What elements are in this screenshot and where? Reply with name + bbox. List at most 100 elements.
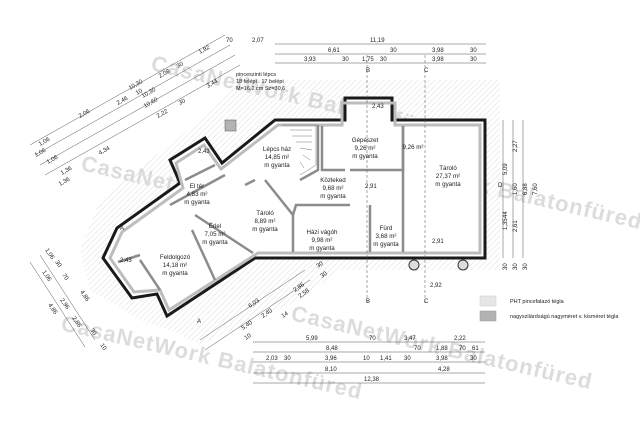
dimension-label: 3,68 m² xyxy=(376,233,397,240)
dimension-label: 5,40 xyxy=(241,320,255,332)
dimension-label: 30 xyxy=(470,356,477,362)
room-hazi-vagohid[interactable]: Házi vágóh 9,98 m² m gyanta xyxy=(307,229,339,252)
room-kozlekedo[interactable]: Közleked 9,68 m² m gyanta xyxy=(320,177,346,200)
dimension-label: 3,98 xyxy=(432,57,444,63)
dimension-label: M=16,2 cm Sz=30,6 xyxy=(236,86,285,92)
dimension-label: 2,58 xyxy=(298,288,312,300)
dimension-label: 1,36 xyxy=(60,165,74,176)
dimension-chain-bottom: 5,99 70 3,47 2,22 8,48 70 1,88 70 61 2,0… xyxy=(253,336,485,384)
dimension-label: 44 xyxy=(503,211,509,218)
dimension-label: 1,06 xyxy=(46,154,60,165)
dimension-label: 2,46 xyxy=(116,95,130,106)
dimension-label: 10 xyxy=(244,333,253,342)
dimension-label: 8,10 xyxy=(325,367,337,373)
dimension-label: 1,35 xyxy=(503,218,509,230)
chimney xyxy=(224,119,237,132)
dimension-label: 2,96 xyxy=(58,298,70,312)
dimension-label: 2,43 xyxy=(372,104,384,110)
room-tarolo-small[interactable]: Tároló 8,89 m² m gyanta xyxy=(252,210,278,233)
dimension-label: B xyxy=(366,68,370,74)
dimension-label: 2,43 xyxy=(120,258,132,264)
dimension-label: Közleked xyxy=(320,177,346,184)
dimension-label: 6,88 xyxy=(523,183,529,195)
dimension-label: 1,06 xyxy=(43,248,55,262)
dimension-label: 30 xyxy=(178,98,187,107)
staircase[interactable] xyxy=(282,124,317,176)
dimension-label: 1,06 xyxy=(34,147,48,158)
dimension-label: 5,99 xyxy=(306,336,318,342)
dimension-label: 30 xyxy=(88,328,97,337)
dimension-label: 2,92 xyxy=(430,283,442,289)
room-lepcsohaz[interactable]: Lépcs ház 14,85 m² m gyanta xyxy=(263,146,291,169)
dimension-label: 30 xyxy=(523,263,529,270)
dimension-label: 4,83 m² xyxy=(187,191,208,198)
dimension-label: m gyanta xyxy=(320,193,346,200)
dimension-label: 2,61 xyxy=(513,220,519,232)
room-tarolo-large[interactable]: Tároló 27,37 m² m gyanta xyxy=(435,165,461,188)
building-outline xyxy=(101,96,487,319)
column xyxy=(457,259,469,271)
dimension-label: 11,19 xyxy=(370,38,385,44)
dimension-label: 30 xyxy=(470,57,477,63)
dimension-label: 2,06 xyxy=(78,108,92,119)
dimension-label: 30 xyxy=(390,48,397,54)
dimension-label: 14 xyxy=(281,311,290,320)
dimension-label: C xyxy=(424,299,429,305)
dimension-label: 30 xyxy=(342,57,349,63)
stair-note: pinceszinti lépcs 18 felépi . 17 belépi … xyxy=(236,72,285,92)
dimension-label: 70 xyxy=(459,346,466,352)
column xyxy=(408,259,420,271)
room-furdo[interactable]: Fürd 3,68 m² m gyanta xyxy=(373,225,399,248)
dimension-label: 2,22 xyxy=(156,108,170,119)
dimension-label: 1,36 xyxy=(58,176,72,187)
dimension-label: 30 xyxy=(284,356,291,362)
dimension-label: Fürd xyxy=(380,225,393,232)
dimension-label: 10 xyxy=(135,88,144,97)
dimension-label: 9,68 m² xyxy=(323,185,344,192)
dimension-label: m gyanta xyxy=(202,239,228,246)
dimension-label: 4,34 xyxy=(98,145,112,156)
dimension-label: 1,60 xyxy=(513,183,519,195)
room-gepeszet[interactable]: Gépészet 9,26 m² m gyanta xyxy=(352,137,379,160)
dimension-label: 70 xyxy=(369,336,376,342)
dimension-chain-lower-left: 1,06 1,06 2,96 4,86 4,86 2,86 30 70 30 1… xyxy=(29,248,107,352)
dimension-label: 27,37 m² xyxy=(436,173,460,180)
legend-label-pht: PHT pincefalazó tégla xyxy=(510,299,565,305)
dimension-label: 2,40 xyxy=(261,308,275,320)
dimension-label: 14,18 m² xyxy=(163,262,187,269)
dimension-chain-lower-diagonal: 6,03 2,40 5,40 2,86 2,58 14 10 30 30 xyxy=(199,261,329,351)
dimension-label: 4,86 xyxy=(78,290,90,304)
dimension-label: 1,06 xyxy=(40,270,52,284)
dimension-label: A xyxy=(197,319,201,325)
dimension-label: 5,09 xyxy=(503,163,509,175)
dimension-label: Tároló xyxy=(256,210,274,217)
dimension-label: D xyxy=(498,183,503,189)
dimension-label: A xyxy=(120,226,124,232)
dimension-label: 7,60 xyxy=(533,183,539,195)
legend-swatch-pht xyxy=(479,295,497,307)
dimension-label: 12,38 xyxy=(364,377,380,383)
legend-label-brick: nagyszilárdságú nagyméret v. kisméret té… xyxy=(510,314,619,320)
dimension-label: 3,44 xyxy=(206,78,220,89)
dimension-label: 3,47 xyxy=(404,336,416,342)
dimension-label: 2,91 xyxy=(432,239,444,245)
dimension-label: m gyanta xyxy=(184,199,210,206)
dimension-label: m gyanta xyxy=(309,245,335,252)
dimension-label: 1,88 xyxy=(436,346,448,352)
dimension-label: 3,93 xyxy=(304,57,316,63)
dimension-label: B xyxy=(366,299,370,305)
dimension-label: El tér xyxy=(190,183,204,190)
room-erlelo[interactable]: Érlel 7,05 m² m gyanta xyxy=(202,223,228,246)
dimension-label-1-92: 1,92 xyxy=(198,44,212,55)
room-feldolgozo[interactable]: Feldolgozó 14,18 m² m gyanta xyxy=(160,254,191,277)
dimension-label: Tároló xyxy=(439,165,457,172)
room-eloter[interactable]: El tér 4,83 m² m gyanta xyxy=(184,183,210,206)
dimension-label: 1,41 xyxy=(380,356,392,362)
dimension-label: 30 xyxy=(404,356,411,362)
dimension-label: 30 xyxy=(470,48,477,54)
dimension-label: 30 xyxy=(513,263,519,270)
dimension-label: 2,43 xyxy=(198,149,210,155)
dimension-label: 30 xyxy=(53,260,62,269)
dimension-label: Érlel xyxy=(209,223,221,230)
